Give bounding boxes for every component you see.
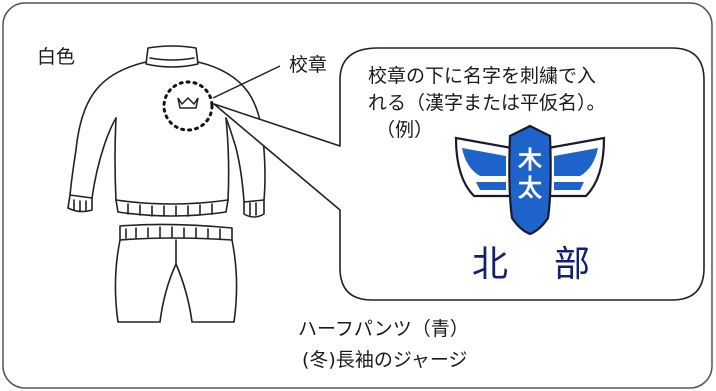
emblem-highlight-circle: [162, 80, 214, 132]
color-label: 白色: [37, 46, 76, 68]
callout-bubble: [213, 47, 705, 301]
example-label: （例）: [376, 119, 434, 141]
jersey-caption: (冬)長袖のジャージ: [302, 349, 468, 371]
embroidered-emblem-example: 木 太 北 部: [454, 124, 606, 285]
emblem-label: 校章: [289, 54, 328, 76]
callout-line-2: れる（漢字または平仮名）。: [368, 92, 606, 114]
emblem-glyph-top: 木: [517, 146, 543, 174]
sweatshirt-drawing: [67, 45, 266, 218]
callout-line-1: 校章の下に名字を刺繍で入: [368, 65, 597, 87]
shorts-caption: ハーフパンツ（青）: [298, 318, 469, 340]
callout-text: 校章の下に名字を刺繍で入 れる（漢字または平仮名）。: [368, 63, 688, 117]
embroidered-name-1: 北: [472, 244, 508, 285]
shorts-drawing: [114, 223, 238, 323]
emblem-leader-line: [212, 65, 281, 99]
emblem-center-shield: [508, 124, 552, 236]
embroidered-name-2: 部: [554, 244, 590, 285]
emblem-glyph-bottom: 太: [518, 174, 543, 202]
chest-emblem: [177, 96, 199, 109]
